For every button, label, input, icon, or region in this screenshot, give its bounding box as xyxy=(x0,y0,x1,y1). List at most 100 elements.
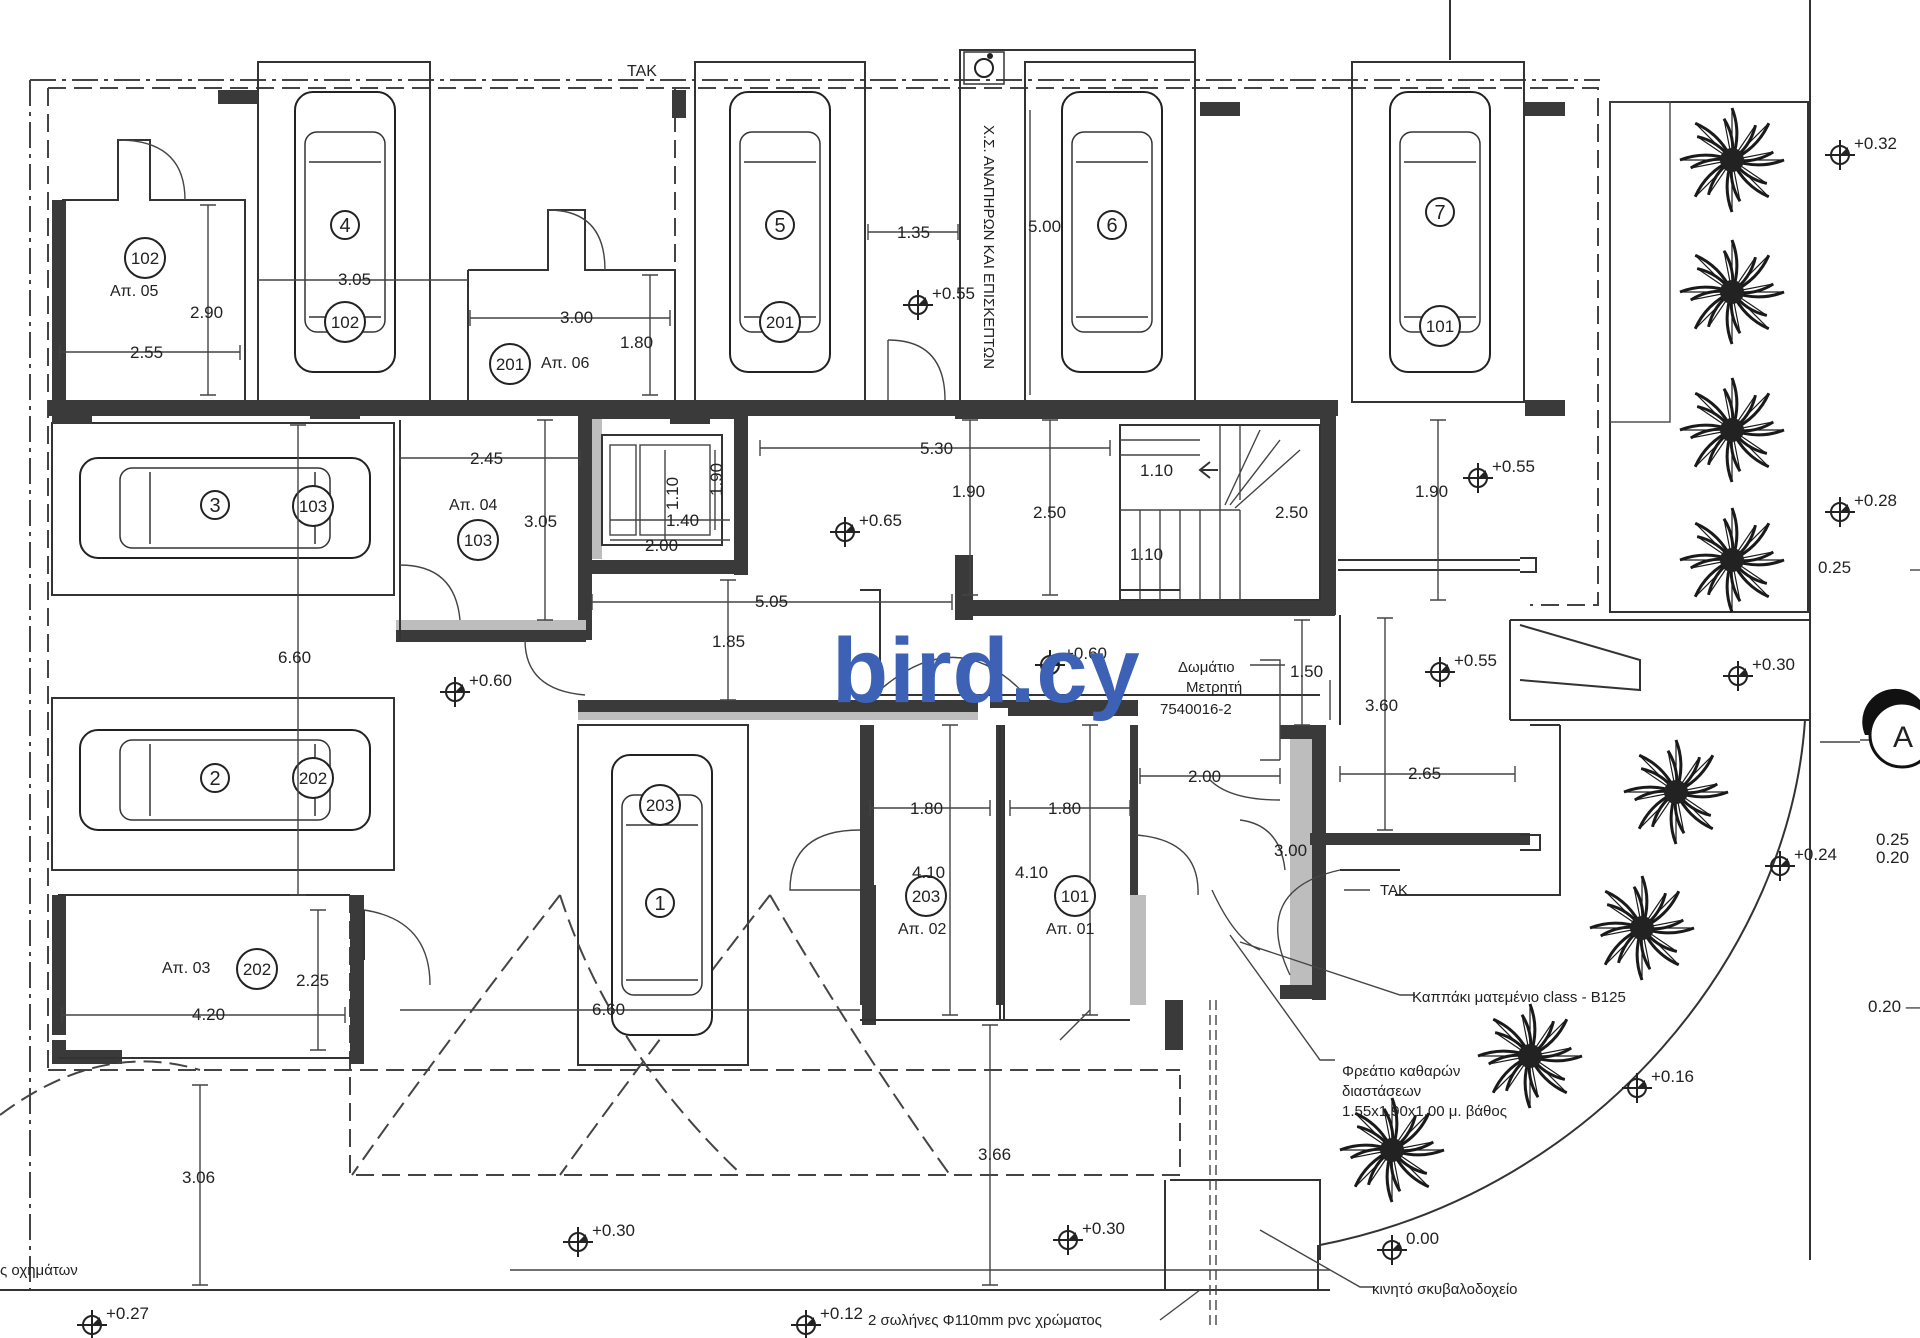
tree-center xyxy=(1720,418,1744,442)
parking-number-circle xyxy=(330,210,360,240)
dim-label: 3.60 xyxy=(1365,696,1398,715)
storage-label-01: Απ. 01 xyxy=(1046,921,1095,938)
section-label: A xyxy=(1893,721,1913,754)
level-mark-cross xyxy=(791,1310,821,1338)
dim-label: 2.50 xyxy=(1275,503,1308,522)
dimension-lines xyxy=(59,110,1920,1286)
tak-label-2: TAK xyxy=(1380,882,1408,899)
dim-label: 1.40 xyxy=(666,511,699,530)
dim-label: 6.60 xyxy=(592,1000,625,1019)
level-value: +0.60 xyxy=(469,671,512,690)
meter-code: 7540016-2 xyxy=(1160,701,1232,718)
storage-unit-circle xyxy=(457,519,499,561)
level-mark: +0.27 xyxy=(77,1304,149,1338)
storage-label-06: Απ. 06 xyxy=(541,355,590,372)
storage-outlines xyxy=(58,139,1810,1330)
dim-label: 2.25 xyxy=(296,971,329,990)
level-value: +0.12 xyxy=(820,1304,863,1323)
parking-number: 4 xyxy=(339,215,350,237)
dim-label: 1.80 xyxy=(1048,799,1081,818)
level-value: +0.16 xyxy=(1651,1067,1694,1086)
tree-icon xyxy=(1589,875,1695,981)
storage-unit-circle xyxy=(236,948,278,990)
parking-number-circle xyxy=(200,763,230,793)
dim-label: 1.80 xyxy=(910,799,943,818)
unit-circle xyxy=(292,485,334,527)
dim-label: 1.50 xyxy=(1290,662,1323,681)
level-mark-fill xyxy=(1478,470,1486,478)
level-mark: +0.30 xyxy=(1723,655,1795,691)
level-mark: +0.55 xyxy=(1425,651,1497,687)
dim-label: 3.00 xyxy=(560,308,593,327)
dim-label: 1.90 xyxy=(707,463,726,496)
car-4: 4 102 xyxy=(294,91,396,373)
watermark: bird.cy xyxy=(832,620,1141,722)
vehicles-note: ς οχημάτων xyxy=(0,1262,78,1279)
unit-number: 203 xyxy=(646,796,674,815)
dim-label: 2.55 xyxy=(130,343,163,362)
level-value: +0.55 xyxy=(1454,651,1497,670)
dim-label: 0.25 xyxy=(1876,830,1909,849)
parking-number-circle xyxy=(200,490,230,520)
parking-number: 3 xyxy=(209,495,220,517)
tree-center xyxy=(1630,916,1654,940)
unit-circle xyxy=(759,301,801,343)
storage-unit-number: 101 xyxy=(1061,887,1089,906)
parking-number-circle xyxy=(1425,197,1455,227)
dim-label: 0.20 xyxy=(1876,848,1909,867)
tree-icon xyxy=(1477,1003,1583,1109)
dim-label: 5.30 xyxy=(920,439,953,458)
dim-label: 1.10 xyxy=(663,477,682,510)
level-mark-fill xyxy=(1440,664,1448,672)
level-mark-fill xyxy=(1637,1080,1645,1088)
storage-label-02: Απ. 02 xyxy=(898,921,947,938)
parking-number: 5 xyxy=(774,215,785,237)
level-value: +0.30 xyxy=(592,1221,635,1240)
dim-label: 5.00 xyxy=(1028,217,1061,236)
tak-label: TAK xyxy=(627,63,657,80)
dim-label: 0.20 — xyxy=(1868,997,1920,1016)
dim-label: 1.80 xyxy=(620,333,653,352)
storage-unit-number: 201 xyxy=(496,355,524,374)
unit-number: 102 xyxy=(331,313,359,332)
dim-label: 2.90 xyxy=(190,303,223,322)
tree-center xyxy=(1518,1044,1542,1068)
storage-unit-circle xyxy=(905,875,947,917)
level-value: +0.55 xyxy=(932,284,975,303)
pipes-note: 2 σωλήνες Φ110mm pvc χρώματος xyxy=(868,1312,1102,1329)
storage-unit-number: 203 xyxy=(912,887,940,906)
tree-icon xyxy=(1339,1097,1445,1203)
level-value: 0.00 xyxy=(1406,1229,1439,1248)
level-mark: +0.16 xyxy=(1622,1067,1694,1103)
level-mark: +0.30 xyxy=(563,1221,635,1257)
tree-center xyxy=(1720,280,1744,304)
level-mark-fill xyxy=(1068,1232,1076,1240)
level-mark: +0.60 xyxy=(440,671,512,707)
level-mark-fill xyxy=(1780,858,1788,866)
tree-icon xyxy=(1679,377,1785,483)
tree-icon xyxy=(1679,239,1785,345)
dim-label: 2.65 xyxy=(1408,764,1441,783)
level-value: +0.24 xyxy=(1794,845,1837,864)
meter-room-label: Δωμάτιο xyxy=(1178,659,1235,676)
car-6: 6 xyxy=(1061,91,1163,373)
level-value: +0.55 xyxy=(1492,457,1535,476)
storage-unit-circle xyxy=(489,343,531,385)
storage-label-03: Απ. 03 xyxy=(162,960,211,977)
level-mark-fill xyxy=(918,297,926,305)
doors xyxy=(0,139,1341,1176)
dim-label: 1.90 xyxy=(952,482,985,501)
dim-label: 5.05 xyxy=(755,592,788,611)
level-value: +0.27 xyxy=(106,1304,149,1323)
dim-label: 0.25 xyxy=(1818,558,1851,577)
car-cabin xyxy=(1071,131,1153,333)
storage-unit-number: 202 xyxy=(243,960,271,979)
level-mark-fill xyxy=(806,1317,814,1325)
tree-icon xyxy=(1623,739,1729,845)
dim-label: 3.66 xyxy=(978,1145,1011,1164)
level-mark-fill xyxy=(1050,657,1058,665)
level-mark-cross xyxy=(77,1310,107,1338)
